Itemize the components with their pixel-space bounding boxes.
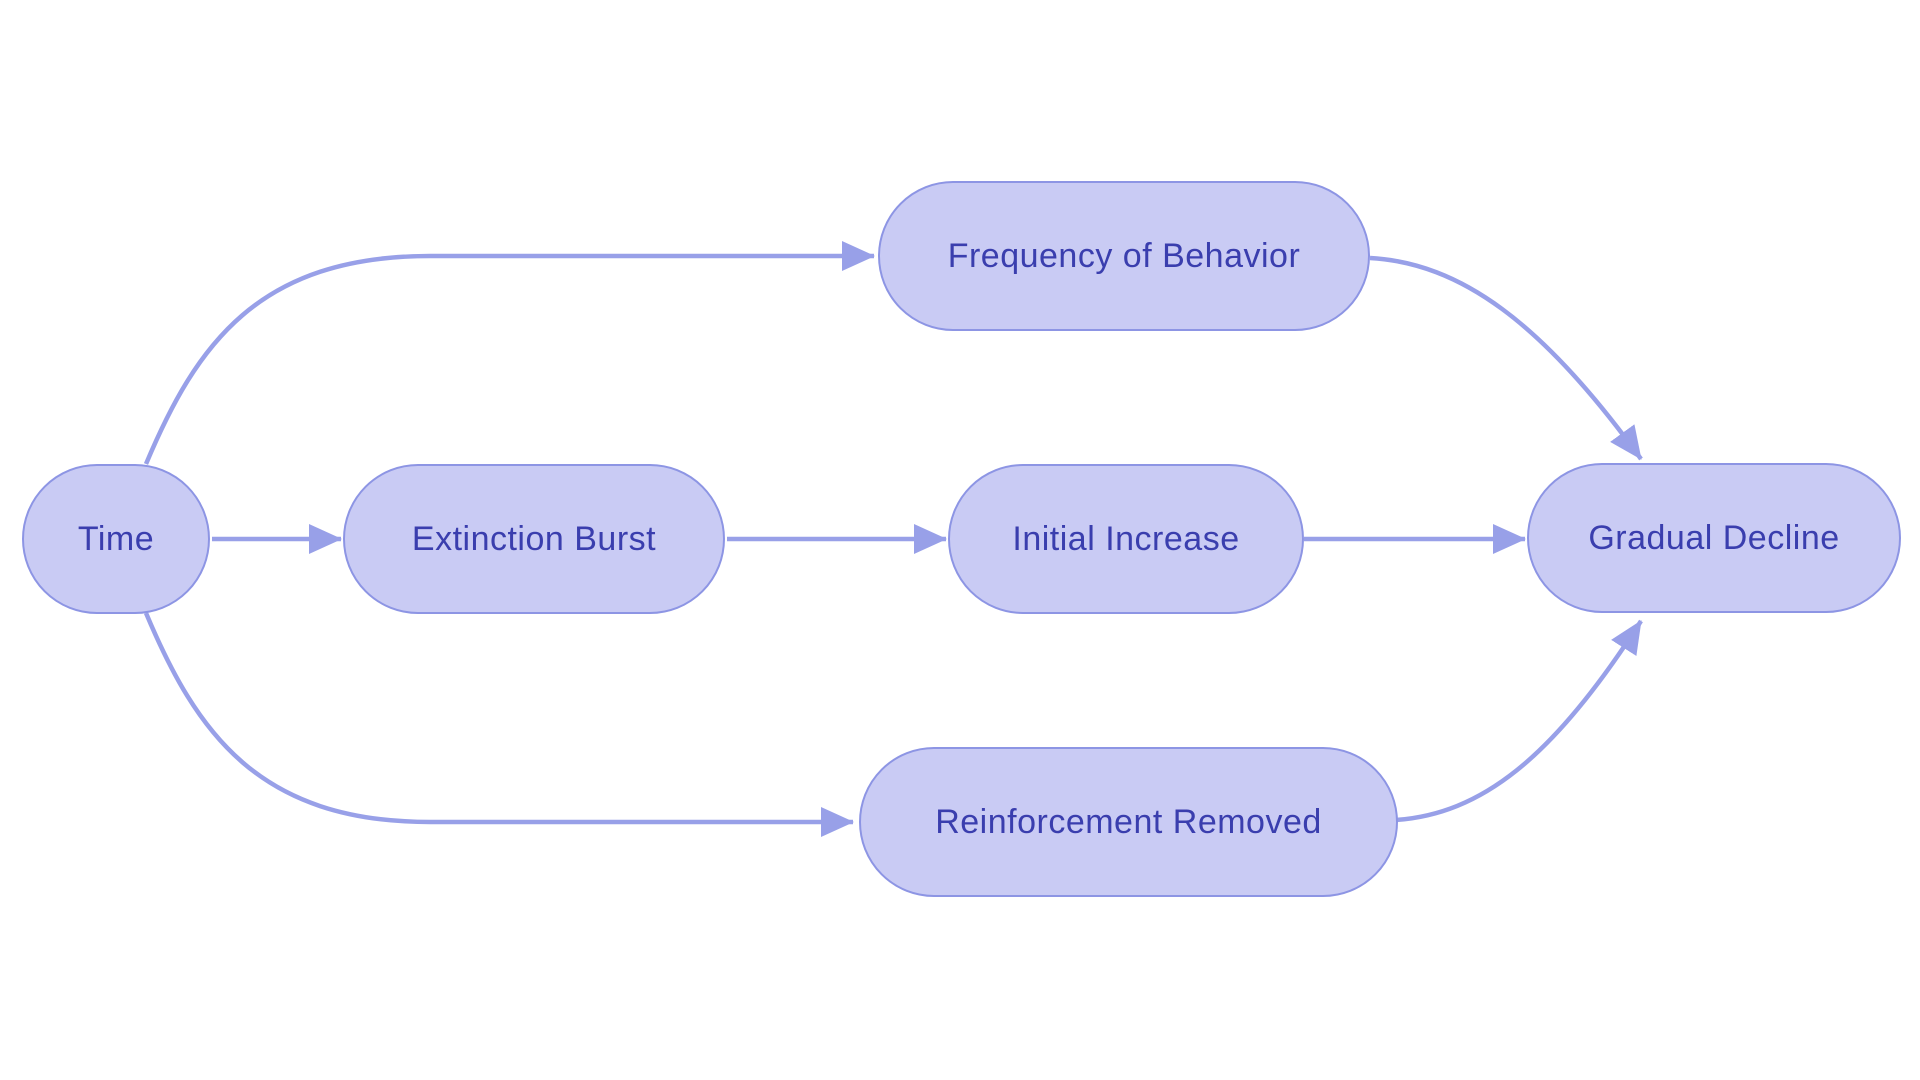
node-label: Frequency of Behavior bbox=[947, 236, 1301, 275]
node-frequency-of-behavior: Frequency of Behavior bbox=[878, 181, 1370, 331]
node-label: Extinction Burst bbox=[411, 519, 657, 558]
edge-frequency-of-behavior-to-gradual-decline bbox=[1369, 255, 1643, 461]
node-reinforcement-removed: Reinforcement Removed bbox=[859, 747, 1398, 897]
node-label: Time bbox=[77, 519, 155, 558]
node-initial-increase: Initial Increase bbox=[948, 464, 1304, 614]
node-time: Time bbox=[22, 464, 210, 614]
edge-time-to-reinforcement-removed bbox=[143, 612, 854, 837]
node-label: Gradual Decline bbox=[1588, 518, 1840, 557]
edge-time-to-frequency-of-behavior bbox=[143, 241, 875, 465]
node-extinction-burst: Extinction Burst bbox=[343, 464, 725, 614]
node-label: Reinforcement Removed bbox=[935, 802, 1322, 841]
node-label: Initial Increase bbox=[1012, 519, 1240, 558]
node-gradual-decline: Gradual Decline bbox=[1527, 463, 1901, 613]
edge-reinforcement-removed-to-gradual-decline bbox=[1395, 619, 1643, 823]
